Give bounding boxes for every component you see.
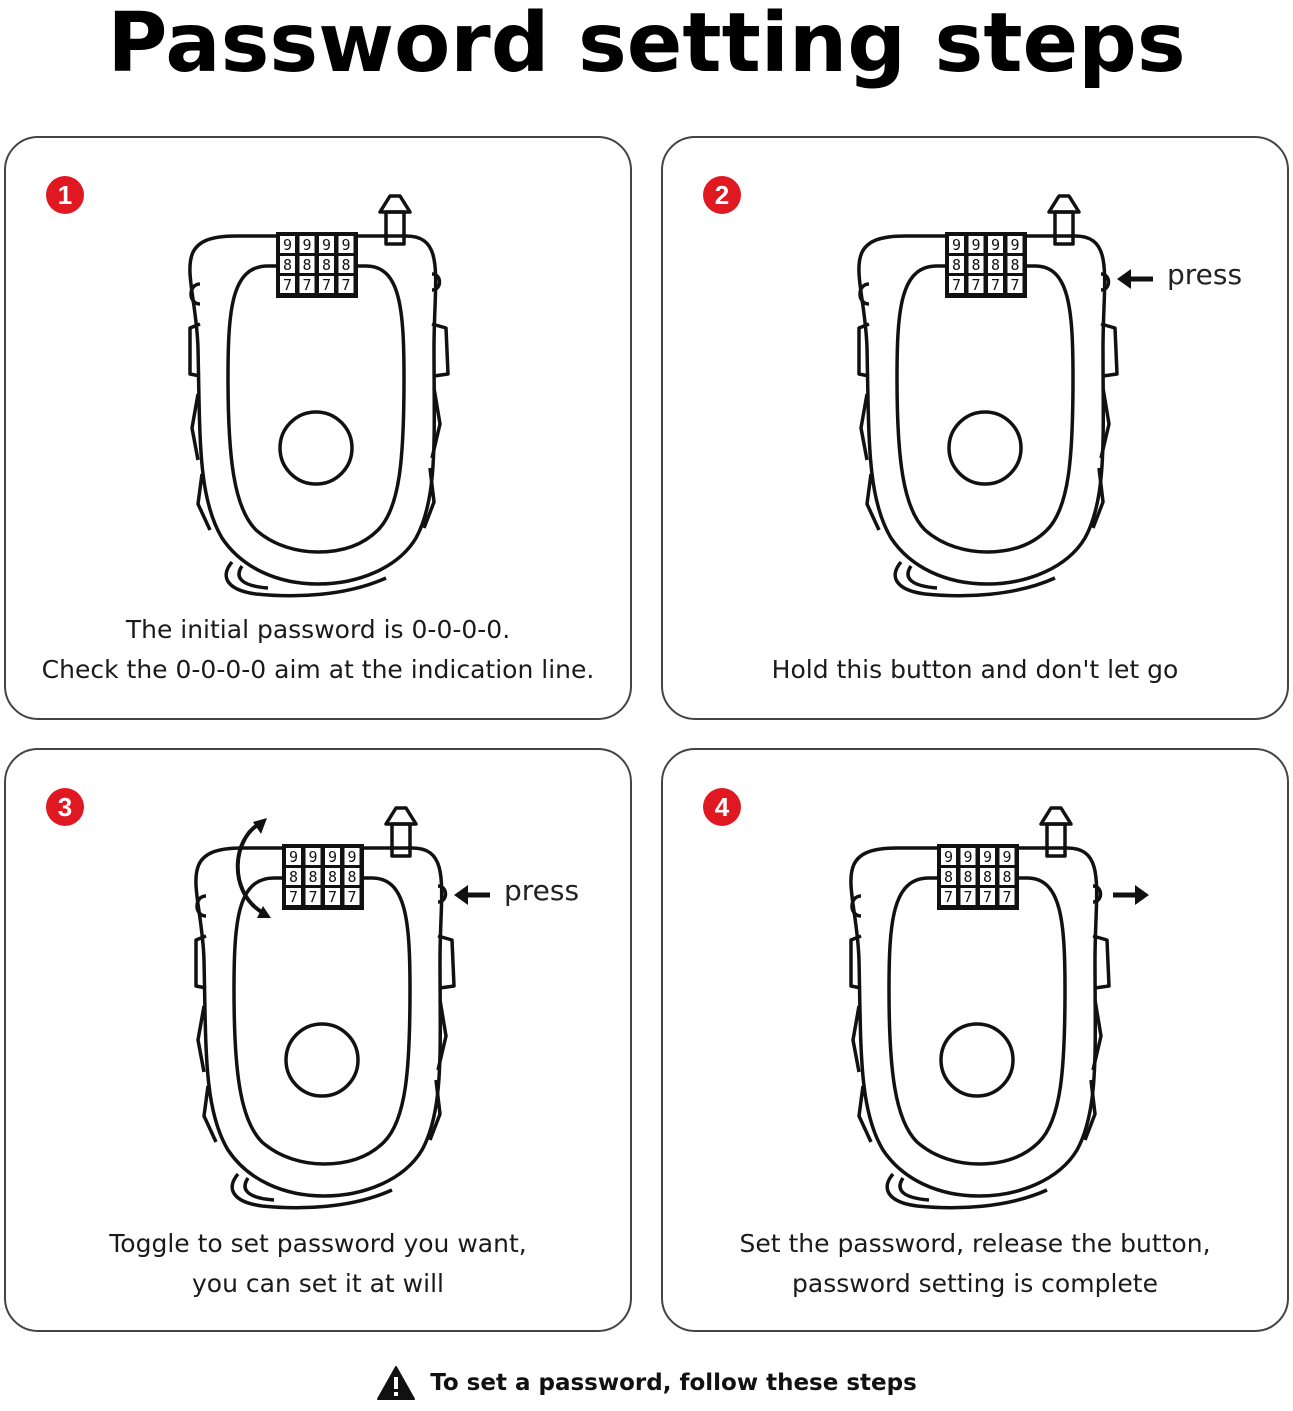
arrow-right-icon: [1113, 885, 1149, 905]
dial-digit: 8: [322, 256, 331, 274]
dial-digit: 8: [983, 868, 992, 886]
step-number-badge: 4: [703, 788, 741, 826]
step-number-badge: 2: [703, 176, 741, 214]
dial-digit: 9: [289, 848, 298, 866]
dial-digit: 7: [991, 276, 1000, 294]
dial-digit: 7: [1002, 888, 1011, 906]
caption-line: Check the 0-0-0-0 aim at the indication …: [41, 655, 595, 684]
dial-digit: 9: [1010, 236, 1019, 254]
dial-digit: 7: [983, 888, 992, 906]
arrow-left-icon: [454, 885, 490, 905]
dial-digit: 8: [963, 868, 972, 886]
dial-digit: 8: [944, 868, 953, 886]
dial-digit: 8: [952, 256, 961, 274]
footer-text: To set a password, follow these steps: [430, 1370, 917, 1396]
warning-triangle-icon: [377, 1366, 416, 1400]
dial-digit: 8: [341, 256, 350, 274]
dial-digit: 9: [308, 848, 317, 866]
dial-digit: 8: [1002, 868, 1011, 886]
dial-digit: 9: [347, 848, 356, 866]
dial-digit: 8: [289, 868, 298, 886]
caption-line: The initial password is 0-0-0-0.: [125, 615, 511, 644]
step-caption: The initial password is 0-0-0-0. Check t…: [6, 610, 630, 690]
dial-digit: 8: [302, 256, 311, 274]
step-number-badge: 1: [46, 176, 84, 214]
press-label: press: [1167, 258, 1243, 291]
step-caption: Set the password, release the button, pa…: [663, 1224, 1287, 1304]
caption-line: Set the password, release the button,: [739, 1229, 1211, 1258]
dial-digit: 9: [328, 848, 337, 866]
dial-digit: 9: [322, 236, 331, 254]
dial-digit: 7: [1010, 276, 1019, 294]
dial-digit: 7: [328, 888, 337, 906]
dial-digit: 7: [289, 888, 298, 906]
dial-digit: 7: [963, 888, 972, 906]
dial-digit: 9: [983, 848, 992, 866]
dial-digit: 8: [347, 868, 356, 886]
step-caption: Hold this button and don't let go: [663, 650, 1287, 690]
step-number-badge: 3: [46, 788, 84, 826]
dial-digit: 9: [1002, 848, 1011, 866]
dial-digit: 8: [971, 256, 980, 274]
dial-digit: 9: [952, 236, 961, 254]
arrow-left-icon: [1117, 269, 1153, 289]
dial-digit: 9: [963, 848, 972, 866]
dial-digit: 7: [347, 888, 356, 906]
caption-line: Toggle to set password you want,: [109, 1229, 527, 1258]
page-title: Password setting steps: [107, 0, 1186, 91]
toggle-rotate-arrow-icon: [235, 818, 271, 918]
dial-digit: 7: [322, 276, 331, 294]
dial-digit: 9: [991, 236, 1000, 254]
dial-digit: 7: [952, 276, 961, 294]
dial-digit: 7: [283, 276, 292, 294]
dial-digit: 7: [971, 276, 980, 294]
press-label: press: [504, 874, 580, 907]
step-caption: Toggle to set password you want, you can…: [6, 1224, 630, 1304]
dial-digit: 7: [302, 276, 311, 294]
dial-digit: 8: [1010, 256, 1019, 274]
dial-digit: 7: [341, 276, 350, 294]
dial-digit: 9: [283, 236, 292, 254]
dial-digit: 9: [944, 848, 953, 866]
caption-line: you can set it at will: [192, 1269, 444, 1298]
caption-line: Hold this button and don't let go: [771, 655, 1179, 684]
dial-digit: 8: [328, 868, 337, 886]
dial-digit: 8: [991, 256, 1000, 274]
dial-digit: 7: [308, 888, 317, 906]
dial-digit: 9: [341, 236, 350, 254]
dial-digit: 8: [283, 256, 292, 274]
footer-note: To set a password, follow these steps: [0, 1365, 1293, 1411]
caption-line: password setting is complete: [792, 1269, 1158, 1298]
dial-digit: 8: [308, 868, 317, 886]
dial-digit: 7: [944, 888, 953, 906]
dial-digit: 9: [302, 236, 311, 254]
dial-digit: 9: [971, 236, 980, 254]
